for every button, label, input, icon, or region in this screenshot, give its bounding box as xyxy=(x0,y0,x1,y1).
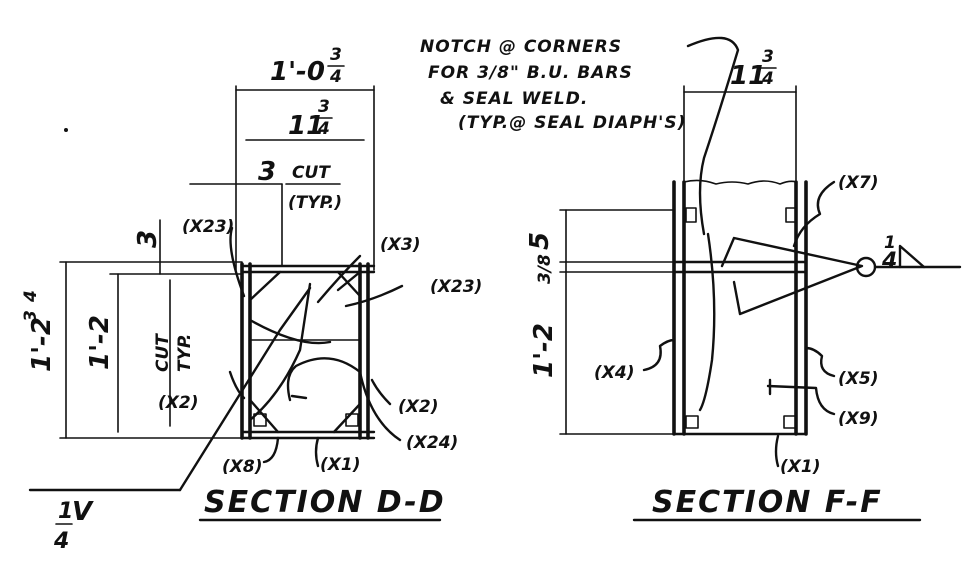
dd-tag-x8: (X8) xyxy=(222,457,262,477)
stray-dot xyxy=(64,128,68,132)
dd-leader-x23-right xyxy=(344,284,404,308)
dd-cut-typ: (TYP.) xyxy=(288,193,342,213)
dd-dim-left-top: 3 xyxy=(133,230,163,248)
ff-tag-x5: (X5) xyxy=(838,369,878,389)
dd-dim-top-frac-den: 4 xyxy=(329,67,342,87)
ff-dim-left-bottom: 1'-2 xyxy=(529,323,559,378)
note-leader-1 xyxy=(686,36,740,236)
dd-leader-x24 xyxy=(286,357,402,442)
dd-cut-label: CUT xyxy=(292,163,331,183)
dd-dim-inner-frac-num: 3 xyxy=(318,97,330,117)
dd-dim-inner-frac-den: 4 xyxy=(317,119,330,139)
ff-weld-leaders xyxy=(720,236,864,316)
ff-leader-x5 xyxy=(804,346,836,378)
dd-dim-top-whole: 1'-0 xyxy=(270,57,325,87)
dd-tag-x1: (X1) xyxy=(320,455,360,475)
dd-tag-x3: (X3) xyxy=(380,235,420,255)
dd-tag-x2-right: (X2) xyxy=(398,397,438,417)
note-line-4: (TYP.@ SEAL DIAPH'S) xyxy=(458,113,686,133)
ff-dim-top-frac-num: 3 xyxy=(762,47,774,67)
dd-cut-width: 3 xyxy=(258,157,276,187)
dd-dim-top-frac-num: 3 xyxy=(330,45,342,65)
dd-corner-bar-br xyxy=(345,413,359,427)
dd-leader-x1 xyxy=(314,436,320,468)
ff-tag-x4: (X4) xyxy=(594,363,634,383)
section-dd: 1'-0 3 4 11 3 4 3 CUT (TYP.) xyxy=(21,45,482,554)
ff-leader-x7 xyxy=(792,180,836,248)
note-line-3: & SEAL WELD. xyxy=(440,89,588,109)
ff-weld-den: 4 xyxy=(881,249,897,274)
notch-note: NOTCH @ CORNERS FOR 3/8" B.U. BARS & SEA… xyxy=(420,36,740,412)
dd-leader-x23-left xyxy=(229,226,246,298)
ff-weld-fillet-symbol xyxy=(898,244,926,269)
dd-dim-overall-frac-num: 3 xyxy=(21,310,41,322)
dd-corner-diag-bl xyxy=(248,398,280,434)
dd-tag-x24: (X24) xyxy=(406,433,458,453)
ff-corner-bar-tl xyxy=(685,207,697,223)
dd-leader-x24-tick xyxy=(290,394,308,400)
ff-leader-x4 xyxy=(642,338,676,372)
ff-tag-x1: (X1) xyxy=(780,457,820,477)
dd-corner-diag-tr2 xyxy=(336,270,362,292)
ff-corner-bar-br xyxy=(783,415,797,429)
dd-dim-inner-whole: 11 xyxy=(288,111,324,141)
dd-cut-vertical: CUT xyxy=(153,333,173,372)
ff-corner-bar-bl xyxy=(685,415,699,429)
dd-tag-x2-left: (X2) xyxy=(158,393,198,413)
dd-tag-x23-left: (X23) xyxy=(182,217,234,237)
dd-leader-x2-left xyxy=(228,370,246,400)
dd-weld-leader xyxy=(178,286,312,492)
dd-corner-diag-tl xyxy=(248,270,282,302)
ff-dim-left-top: 5 xyxy=(525,232,555,250)
ff-weld-num: 1 xyxy=(884,233,896,253)
note-line-2: FOR 3/8" B.U. BARS xyxy=(428,63,633,83)
dd-leader-x3 xyxy=(316,254,362,304)
ff-dim-left-mid: 3/8 xyxy=(535,254,555,284)
ff-tag-x7: (X7) xyxy=(838,173,878,193)
dd-title: SECTION D-D xyxy=(204,485,446,520)
dd-corner-diag-br xyxy=(332,402,362,434)
dd-weld-den: 4 xyxy=(53,529,69,554)
ff-leader-x1 xyxy=(774,434,780,468)
ff-tag-x9: (X9) xyxy=(838,409,878,429)
section-ff: 11 3 4 5 3/8 1'-2 1 4 (X7) xyxy=(525,47,962,522)
ff-corner-bar-tr xyxy=(785,207,797,223)
ff-leader-x9 xyxy=(766,384,836,416)
note-line-1: NOTCH @ CORNERS xyxy=(420,37,622,57)
dd-dim-overall-whole: 1'-2 xyxy=(27,317,57,372)
note-leader-2 xyxy=(698,232,716,412)
dd-weld-num: 1 xyxy=(58,499,73,524)
ff-dim-top-whole: 11 xyxy=(730,61,766,91)
ff-break-line xyxy=(683,179,797,185)
dd-leader-x8 xyxy=(262,436,280,464)
dd-leader-x2-right xyxy=(370,378,392,406)
dd-leader-mid xyxy=(248,282,312,422)
dd-dim-overall-frac-den: 4 xyxy=(21,290,41,303)
ff-dim-top-frac-den: 4 xyxy=(761,69,774,89)
dd-cut-vertical-typ: TYP. xyxy=(175,334,195,372)
dd-dim-inner-height: 1'-2 xyxy=(85,315,115,370)
dd-tag-x23-right: (X23) xyxy=(430,277,482,297)
dd-leader-cut-arc xyxy=(248,318,332,345)
ff-title: SECTION F-F xyxy=(652,485,883,520)
dd-weld-symbol: V xyxy=(72,497,94,527)
dd-corner-bar-bl xyxy=(253,413,267,427)
